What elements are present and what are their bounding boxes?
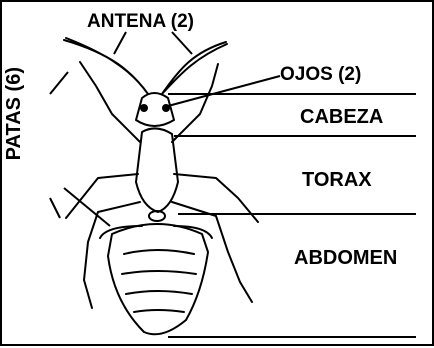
ojos-leader [168, 76, 280, 106]
antena-leader-right [172, 32, 192, 54]
label-cabeza: CABEZA [300, 107, 383, 127]
label-antena: ANTENA (2) [87, 12, 194, 31]
abdomen [108, 224, 208, 334]
label-abdomen: ABDOMEN [294, 248, 397, 268]
patas-leader-3 [64, 188, 110, 226]
label-torax: TORAX [302, 170, 372, 190]
antena-leader-left [114, 32, 126, 54]
patas-leader-2 [50, 198, 60, 218]
left-antenna [64, 38, 148, 94]
patas-leader-1 [50, 72, 68, 94]
label-patas: PATAS (6) [4, 67, 24, 160]
label-ojos: OJOS (2) [280, 65, 361, 84]
left-eye [141, 105, 147, 111]
